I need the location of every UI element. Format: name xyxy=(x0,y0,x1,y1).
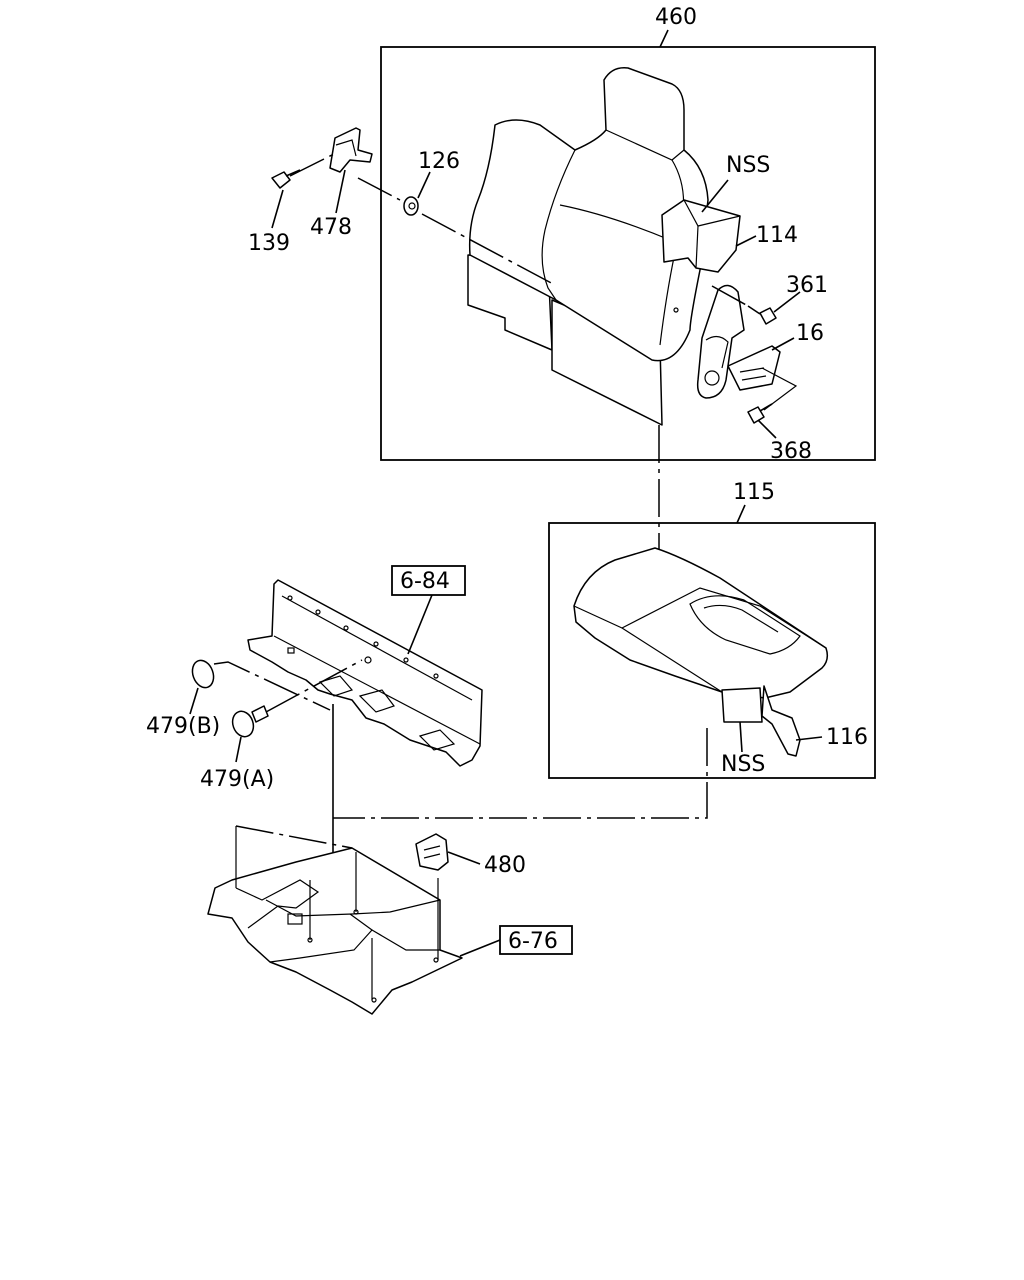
floor-panel xyxy=(207,847,463,1015)
label-361: 361 xyxy=(786,273,828,298)
clip-480 xyxy=(415,833,449,871)
leader-dash-361 xyxy=(711,285,749,307)
rear-panel xyxy=(247,579,483,767)
seat-back xyxy=(467,67,709,426)
label-116: 116 xyxy=(826,725,868,750)
leader-dash-126 xyxy=(357,177,401,201)
label-nss-lower: NSS xyxy=(721,752,765,777)
label-139: 139 xyxy=(248,231,290,256)
seat-cushion xyxy=(573,547,829,757)
label-126: 126 xyxy=(418,149,460,174)
label-6-76: 6-76 xyxy=(508,929,558,954)
ref-box-6-84 xyxy=(391,565,466,596)
nut-126 xyxy=(403,196,419,216)
bolt-361 xyxy=(747,305,777,325)
cap-479b xyxy=(191,659,215,689)
label-6-84: 6-84 xyxy=(400,569,450,594)
link-dash-115-floor xyxy=(333,728,708,819)
side-cover-114 xyxy=(661,199,741,273)
hinge-plate-16 xyxy=(696,284,781,399)
label-115: 115 xyxy=(733,480,775,505)
label-16: 16 xyxy=(796,321,824,346)
label-479a: 479(A) xyxy=(200,767,274,792)
label-479b: 479(B) xyxy=(146,714,220,739)
label-478: 478 xyxy=(310,215,352,240)
seat-cushion-group-box xyxy=(548,522,876,779)
leader-dash-478 xyxy=(289,151,339,177)
label-114: 114 xyxy=(756,223,798,248)
leader-dash-479b xyxy=(213,661,331,711)
label-368: 368 xyxy=(770,439,812,464)
clip-479a xyxy=(231,705,269,738)
clip-478 xyxy=(329,127,373,173)
screw-139 xyxy=(271,169,301,189)
label-nss-upper: NSS xyxy=(726,153,770,178)
label-480: 480 xyxy=(484,853,526,878)
leader-dash-479a xyxy=(265,659,363,713)
label-460: 460 xyxy=(655,5,697,30)
leader-dash-seat-back xyxy=(421,213,556,286)
floor-dash-top xyxy=(235,825,353,849)
seat-back-group-box xyxy=(380,46,876,461)
